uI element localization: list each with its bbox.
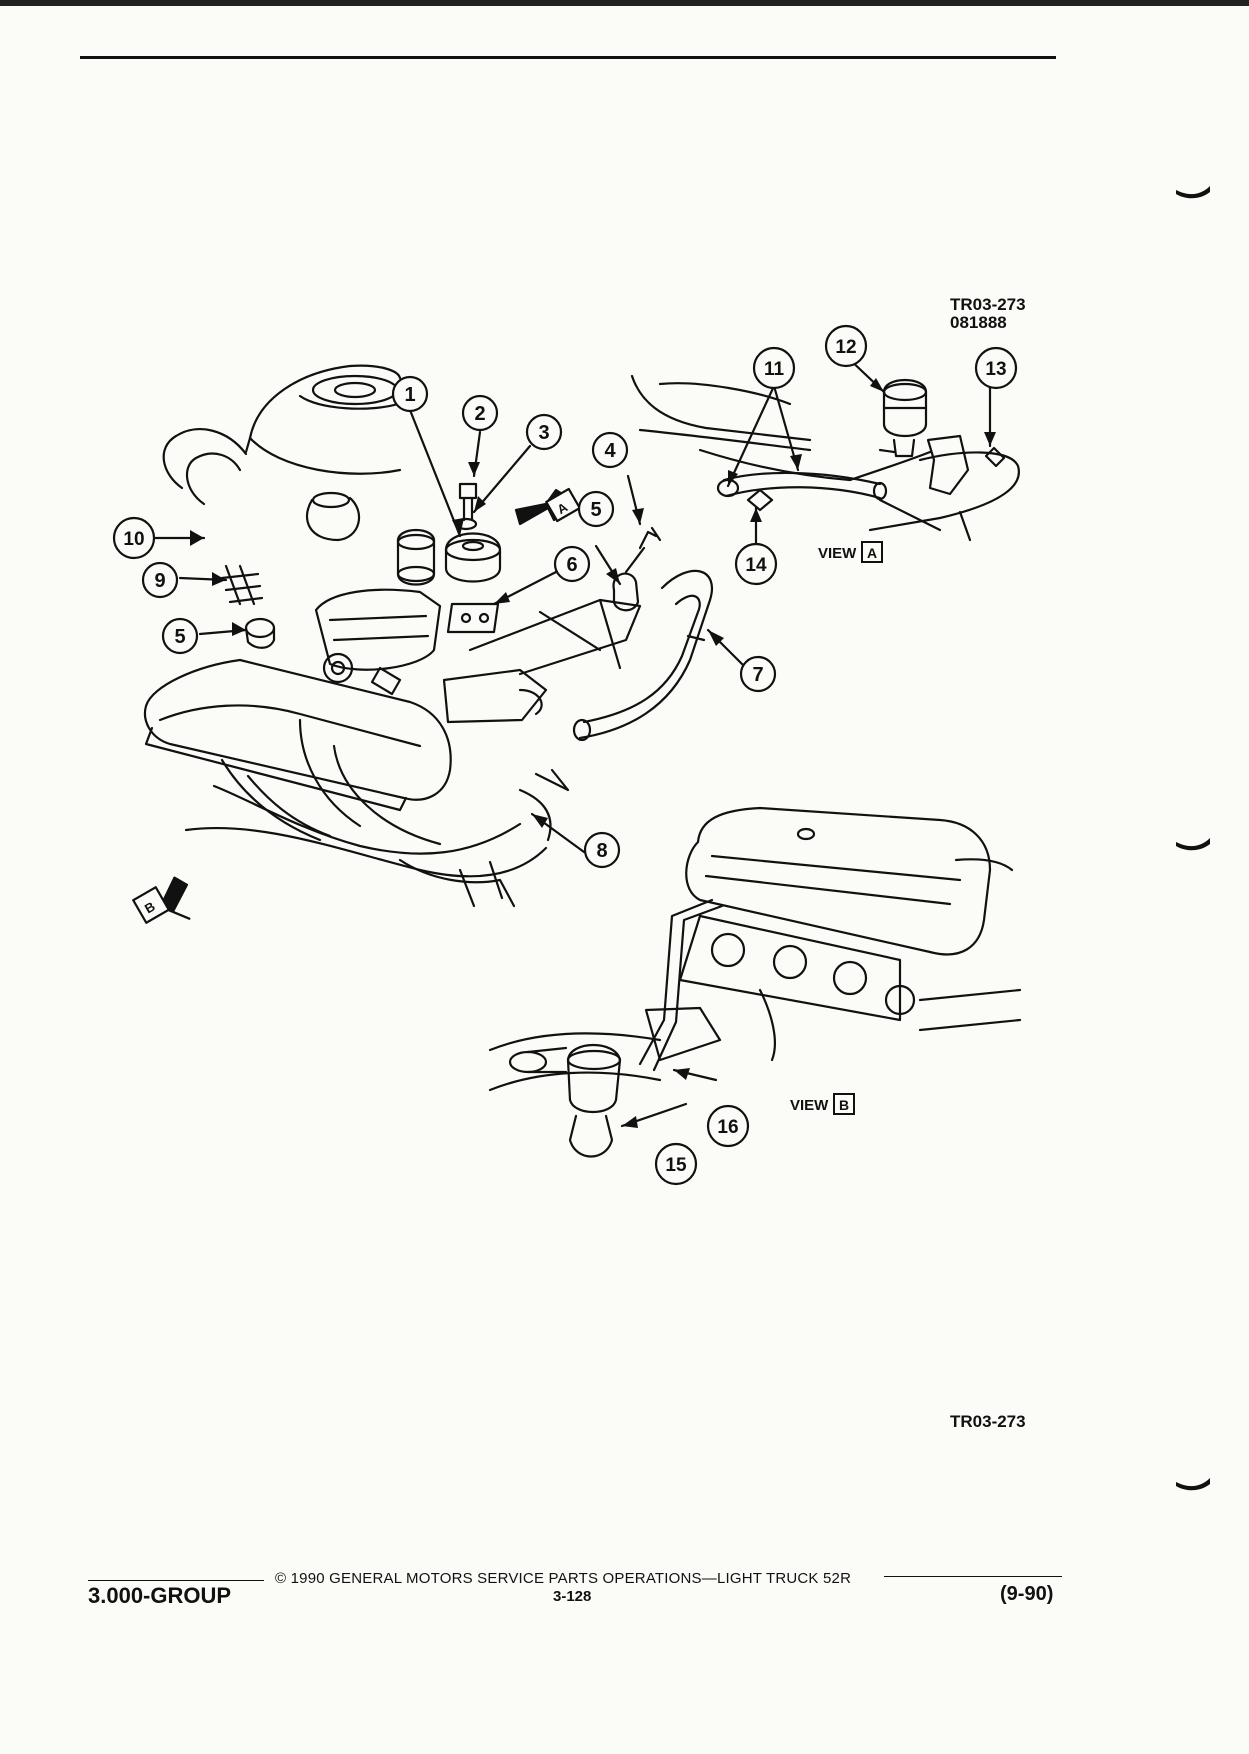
grommet-5-left	[244, 617, 276, 649]
view-b-exhaust-manifold	[488, 914, 1022, 1092]
callout-4-label: 4	[604, 440, 616, 462]
view-a-word: VIEW	[818, 545, 857, 562]
callout-4: 4	[591, 431, 629, 469]
callout-15: 15	[654, 1142, 698, 1186]
view-b-word: VIEW	[790, 1097, 829, 1114]
footer-date: (9-90)	[1000, 1583, 1054, 1605]
callout-14-label: 14	[745, 555, 767, 576]
air-cleaner-snorkel	[306, 491, 360, 542]
callout-7: 7	[739, 655, 777, 693]
leader-arrowheads	[190, 378, 996, 1128]
figure-reference: TR03-273 081888	[950, 296, 1026, 332]
egr-valve-1	[444, 532, 502, 583]
callout-8-label: 8	[596, 840, 607, 862]
callout-3-label: 3	[538, 422, 549, 444]
egr-gasket-6	[446, 602, 500, 634]
vacuum-hose-4	[624, 526, 662, 574]
pcv-valve-9	[220, 564, 264, 606]
header-rule	[80, 56, 1056, 59]
callout-16: 16	[706, 1104, 750, 1148]
callout-9: 9	[141, 561, 179, 599]
callout-14: 14	[734, 542, 778, 586]
callout-11: 11	[752, 346, 796, 390]
callout-5-right-label: 5	[590, 499, 601, 521]
callout-9-label: 9	[154, 570, 165, 592]
callout-11-label: 11	[764, 359, 785, 380]
footer-rule-left	[88, 1580, 264, 1581]
callout-6: 6	[553, 545, 591, 583]
figure-date-code: 081888	[950, 313, 1007, 332]
callout-13-label: 13	[985, 359, 1006, 380]
figure-code: TR03-273	[950, 295, 1026, 314]
callout-5-left: 5	[161, 617, 199, 655]
callout-2-label: 2	[474, 403, 485, 425]
carburetor	[314, 529, 442, 696]
view-a-engine	[630, 374, 1020, 542]
bracket-13	[926, 434, 1006, 496]
callout-5-right: 5	[577, 490, 615, 528]
valve-cover-left	[143, 658, 452, 812]
scan-top-edge	[0, 0, 1249, 6]
callout-12-label: 12	[835, 337, 856, 358]
callout-10: 10	[112, 516, 156, 560]
wiring-harness-8	[184, 718, 570, 908]
view-b-letter: B	[839, 1097, 849, 1113]
figure-code-bottom: TR03-273	[950, 1412, 1026, 1431]
callout-6-label: 6	[566, 554, 577, 576]
hose-7	[572, 569, 713, 742]
view-a-fitting-14	[746, 488, 774, 512]
callout-1: 1	[391, 375, 429, 413]
callout-2: 2	[461, 394, 499, 432]
footer-rule-right	[884, 1576, 1062, 1577]
view-a-label: VIEW A	[818, 541, 883, 563]
air-cleaner	[244, 364, 402, 475]
vacuum-hose-10	[162, 428, 248, 506]
callout-3: 3	[525, 413, 563, 451]
callout-5-left-label: 5	[174, 626, 185, 648]
view-b-direction-arrow: B	[132, 876, 191, 924]
view-a-direction-arrow: A	[514, 487, 581, 526]
callout-13: 13	[974, 346, 1018, 390]
callout-1-label: 1	[404, 384, 415, 406]
footer-copyright: © 1990 GENERAL MOTORS SERVICE PARTS OPER…	[275, 1570, 852, 1587]
callout-15-label: 15	[665, 1155, 687, 1176]
footer-group: 3.000-GROUP	[88, 1583, 232, 1608]
intake-manifold	[442, 598, 642, 724]
binder-marks	[1176, 186, 1210, 1491]
view-b-label: VIEW B	[790, 1093, 855, 1115]
footer-page-number: 3-128	[553, 1588, 592, 1605]
view-b-valve-cover	[685, 806, 1014, 956]
callout-7-label: 7	[752, 664, 763, 686]
callout-12: 12	[824, 324, 868, 368]
callout-16-label: 16	[717, 1117, 738, 1138]
view-b-egr-valve-15	[508, 1043, 622, 1158]
view-a-letter: A	[867, 545, 877, 561]
check-valve-12	[878, 379, 928, 458]
leader-lines	[152, 354, 992, 1128]
callout-8: 8	[583, 831, 621, 869]
view-b-air-pipe-16	[638, 898, 724, 1072]
callout-10-label: 10	[123, 529, 144, 550]
bolt-2	[458, 482, 478, 522]
